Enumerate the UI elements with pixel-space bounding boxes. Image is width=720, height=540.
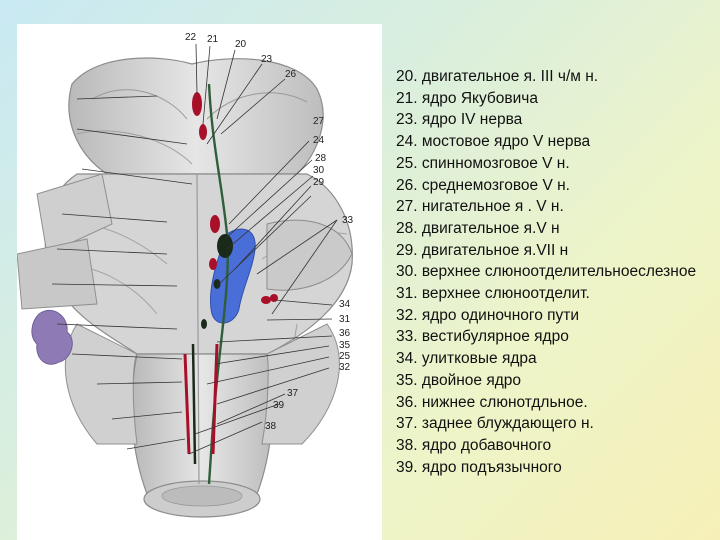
label-37: 37 (287, 388, 299, 399)
label-33: 33 (342, 215, 354, 226)
legend-item: 35. двойное ядро (396, 371, 522, 389)
label-36: 36 (339, 328, 351, 339)
legend-item: 34. улитковые ядра (396, 350, 537, 368)
legend-item: 27. нигательное я . V н. (396, 198, 564, 216)
legend-item: 20. двигательное я. III ч/м н. (396, 68, 599, 85)
legend-item: 30. верхнее слюноотделительноеслезное 31… (396, 263, 697, 303)
medulla (131, 353, 273, 495)
legend-item: 25. спинномозговое V н. (396, 154, 570, 172)
legend-item: 36. нижнее слюнотдльное. (396, 393, 588, 411)
label-25: 25 (339, 351, 351, 362)
label-23: 23 (261, 54, 273, 65)
midbrain (68, 57, 324, 175)
legend-item: 29. двигательное я.VII н (396, 241, 569, 259)
legend-item: 33. вестибулярное ядро (396, 328, 569, 346)
legend-item: 38. ядро добавочного (396, 436, 552, 454)
label-31: 31 (339, 314, 351, 325)
label-22: 22 (185, 32, 197, 43)
label-34: 34 (339, 299, 351, 310)
label-21: 21 (207, 34, 219, 45)
legend-item: 26. среднемозговое V н. (396, 176, 570, 194)
legend-item: 37. заднее блуждающего н. (396, 415, 594, 433)
legend-item: 39. ядро подъязычного (396, 458, 562, 476)
legend-item: 23. ядро IV нерва (396, 111, 523, 129)
choroid-plexus (31, 309, 73, 365)
legend-item: 32. ядро одиночного пути (396, 306, 580, 324)
brainstem-drawing: 22 21 20 23 26 27 24 28 30 29 33 34 31 3… (17, 32, 354, 518)
label-26: 26 (285, 69, 297, 80)
legend: 20. двигательное я. III ч/м н. 21. ядро … (396, 66, 706, 478)
label-39: 39 (273, 400, 285, 411)
brainstem-illustration: 22 21 20 23 26 27 24 28 30 29 33 34 31 3… (17, 24, 382, 540)
legend-item: 24. мостовое ядро V нерва (396, 133, 591, 151)
label-20: 20 (235, 39, 247, 50)
legend-item: 28. двигательное я.V н (396, 219, 560, 237)
label-38: 38 (265, 421, 277, 432)
label-32: 32 (339, 362, 351, 373)
label-35: 35 (339, 340, 351, 351)
label-27: 27 (313, 116, 325, 127)
label-30: 30 (313, 165, 325, 176)
label-28: 28 (315, 153, 327, 164)
label-29: 29 (313, 177, 325, 188)
legend-item: 21. ядро Якубовича (396, 89, 538, 107)
label-24: 24 (313, 135, 325, 146)
